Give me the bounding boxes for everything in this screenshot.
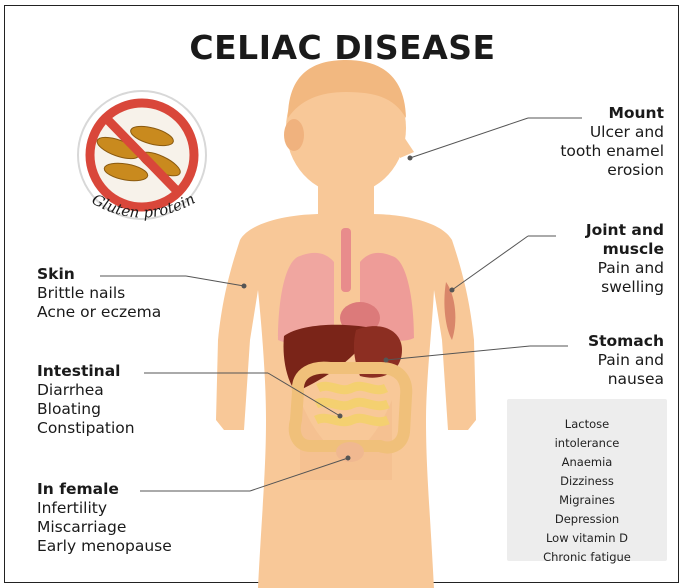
skin-line: Acne or eczema (37, 303, 161, 322)
symptom-item: Dizziness (507, 472, 667, 491)
stomach-heading: Stomach (588, 332, 664, 351)
mouth-heading: Mount (560, 104, 664, 123)
joint-line: swelling (586, 278, 664, 297)
intestinal-line: Diarrhea (37, 381, 135, 400)
intestinal-line: Bloating (37, 400, 135, 419)
other-symptoms-box: Lactose intolerance Anaemia Dizziness Mi… (507, 399, 667, 561)
mouth-line: Ulcer and (560, 123, 664, 142)
symptom-item: Lactose (507, 415, 667, 434)
female-line: Early menopause (37, 537, 172, 556)
symptom-item: Anaemia (507, 453, 667, 472)
skin-line: Brittle nails (37, 284, 161, 303)
mouth-line: tooth enamel (560, 142, 664, 161)
symptom-item: Depression (507, 510, 667, 529)
mouth-line: erosion (560, 161, 664, 180)
female-callout: In female Infertility Miscarriage Early … (37, 480, 172, 556)
symptom-item: intolerance (507, 434, 667, 453)
female-line: Infertility (37, 499, 172, 518)
mouth-callout: Mount Ulcer and tooth enamel erosion (560, 104, 664, 180)
symptom-item: Low vitamin D (507, 529, 667, 548)
symptom-item: Migraines (507, 491, 667, 510)
skin-callout: Skin Brittle nails Acne or eczema (37, 265, 161, 322)
joint-line: Pain and (586, 259, 664, 278)
joint-heading: Joint and (586, 221, 664, 240)
trachea (341, 228, 351, 292)
symptom-item: Chronic fatigue (507, 548, 667, 567)
stomach-callout: Stomach Pain and nausea (588, 332, 664, 389)
stomach-line: nausea (588, 370, 664, 389)
skin-heading: Skin (37, 265, 161, 284)
intestinal-line: Constipation (37, 419, 135, 438)
joint-heading-2: muscle (586, 240, 664, 259)
intestinal-callout: Intestinal Diarrhea Bloating Constipatio… (37, 362, 135, 438)
female-line: Miscarriage (37, 518, 172, 537)
stomach-line: Pain and (588, 351, 664, 370)
female-heading: In female (37, 480, 172, 499)
page-title: CELIAC DISEASE (0, 28, 685, 68)
joint-callout: Joint and muscle Pain and swelling (586, 221, 664, 297)
intestinal-heading: Intestinal (37, 362, 135, 381)
